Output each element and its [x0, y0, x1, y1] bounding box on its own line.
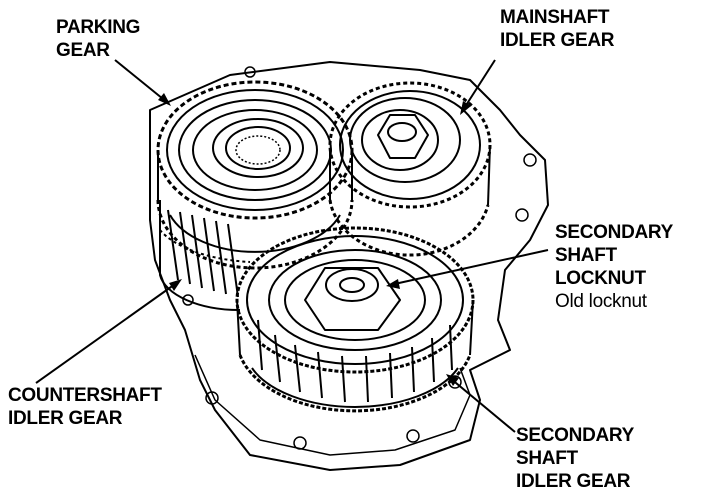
secondary-shaft-locknut [304, 267, 401, 331]
countershaft-idler-gear-label-line-2: IDLER GEAR [8, 408, 123, 429]
mainshaft-idler-gear [328, 81, 492, 257]
mainshaft-idler-gear-label-line-2: IDLER GEAR [500, 30, 615, 51]
secondary-shaft-locknut-label-line-1: SECONDARY [555, 222, 673, 243]
secondary-shaft-idler-gear-leader [449, 377, 516, 433]
secondary-shaft-idler-gear-label-line-1: SECONDARY [516, 425, 634, 446]
mainshaft-idler-gear-label-line-1: MAINSHAFT [500, 7, 610, 28]
secondary-shaft-locknut-label: SECONDARY SHAFT LOCKNUT Old locknut [555, 221, 673, 313]
secondary-shaft-idler-gear-label: SECONDARY SHAFT IDLER GEAR [516, 424, 634, 493]
secondary-shaft-locknut-label-line-2: SHAFT [555, 245, 617, 266]
secondary-shaft-idler-gear-label-line-3: IDLER GEAR [516, 471, 631, 492]
parking-gear-label-line-1: PARKING [56, 17, 141, 38]
countershaft-idler-gear-label: COUNTERSHAFT IDLER GEAR [8, 384, 162, 430]
mainshaft-idler-gear-label: MAINSHAFT IDLER GEAR [500, 6, 614, 52]
secondary-shaft-idler-gear [235, 226, 475, 413]
leader-arrowheads [158, 93, 471, 386]
secondary-shaft-locknut-leader [389, 249, 549, 286]
secondary-shaft-locknut-label-line-3: LOCKNUT [555, 268, 646, 289]
housing-inner-flange [194, 354, 471, 456]
parking-gear-label-line-2: GEAR [56, 40, 110, 61]
countershaft-idler-gear-label-line-1: COUNTERSHAFT [8, 385, 162, 406]
countershaft-idler-gear-leader [35, 281, 179, 384]
old-locknut-note: Old locknut [555, 291, 647, 312]
parking-gear-label: PARKING GEAR [56, 16, 140, 62]
housing-bolts [182, 66, 537, 450]
countershaft-idler-gear [159, 200, 251, 312]
transmission-housing [149, 61, 549, 471]
secondary-shaft-idler-gear-label-line-2: SHAFT [516, 448, 578, 469]
mainshaft-idler-gear-leader [462, 59, 496, 111]
parking-gear-leader [114, 59, 169, 104]
parking-gear [156, 80, 354, 270]
leader-lines [35, 59, 549, 433]
